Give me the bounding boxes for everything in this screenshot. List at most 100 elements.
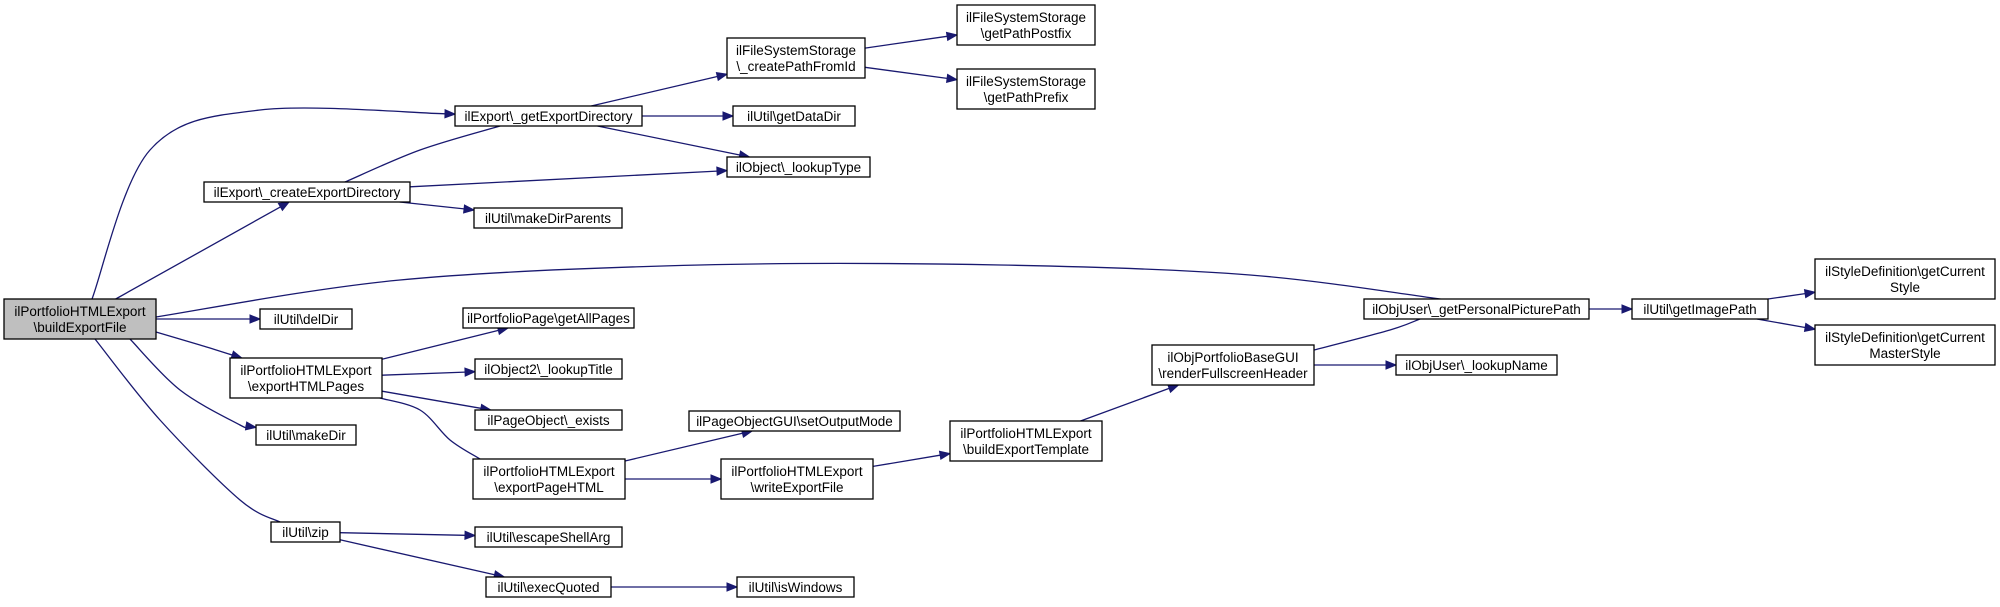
node-getExportDirectory[interactable]: ilExport\_getExportDirectory (454, 105, 643, 127)
node-exportPageHTML[interactable]: ilPortfolioHTMLExport\exportPageHTML (472, 458, 626, 500)
node-renderFullscreenHeader[interactable]: ilObjPortfolioBaseGUI\renderFullscreenHe… (1151, 344, 1315, 386)
node-makeDir[interactable]: ilUtil\makeDir (255, 424, 357, 446)
arrowhead-icon (726, 582, 739, 592)
node-root[interactable]: ilPortfolioHTMLExport\buildExportFile (3, 298, 157, 340)
arrowhead-icon (1385, 360, 1398, 370)
node-lookupTitle[interactable]: ilObject2\_lookupTitle (474, 358, 623, 380)
edge-line (338, 123, 507, 185)
arrowhead-icon (463, 204, 476, 214)
node-label: \buildExportFile (33, 320, 126, 335)
arrowhead-icon (1167, 384, 1180, 394)
node-lookupName[interactable]: ilObjUser\_lookupName (1395, 354, 1558, 376)
node-box (726, 156, 871, 178)
arrowhead-icon (1803, 289, 1817, 299)
edge-line (381, 390, 482, 409)
node-getPathPrefix[interactable]: ilFileSystemStorage\getPathPrefix (956, 68, 1096, 110)
edge-getExportDirectory-to-createPathFromId (591, 71, 729, 107)
edge-renderFullscreenHeader-to-getPersonalPicturePath (1307, 317, 1423, 353)
node-box (720, 458, 874, 500)
node-label: ilObjUser\_getPersonalPicturePath (1372, 302, 1581, 317)
node-box (956, 68, 1096, 110)
arrowhead-icon (715, 71, 729, 82)
node-escapeShellArg[interactable]: ilUtil\escapeShellArg (474, 526, 623, 548)
node-box (956, 4, 1096, 46)
node-label: MasterStyle (1869, 346, 1940, 361)
node-label: ilUtil\isWindows (749, 580, 843, 595)
edge-line (152, 330, 233, 356)
edge-line (1756, 318, 1806, 329)
edge-getImagePath-to-getCurrentMasterStyle (1756, 318, 1817, 333)
node-getDataDir[interactable]: ilUtil\getDataDir (732, 105, 856, 127)
node-makeDirParents[interactable]: ilUtil\makeDirParents (473, 207, 623, 229)
node-box (270, 521, 341, 543)
node-getPersonalPicturePath[interactable]: ilObjUser\_getPersonalPicturePath (1363, 298, 1590, 320)
node-createExportDirectory[interactable]: ilExport\_createExportDirectory (203, 181, 411, 203)
arrowhead-icon (716, 166, 729, 176)
node-box (949, 420, 1103, 462)
node-getAllPages[interactable]: ilPortfolioPage\getAllPages (462, 307, 635, 329)
node-label: ilUtil\getDataDir (747, 109, 841, 124)
edge-root-to-delDir (156, 314, 262, 324)
edge-line (381, 371, 466, 376)
edge-root-to-exportHTMLPages (152, 330, 244, 360)
edge-line (339, 539, 495, 576)
node-getPathPostfix[interactable]: ilFileSystemStorage\getPathPostfix (956, 4, 1096, 46)
edge-createExportDirectory-to-makeDirParents (399, 201, 476, 214)
arrowhead-icon (938, 450, 952, 461)
node-execQuoted[interactable]: ilUtil\execQuoted (485, 576, 612, 598)
node-box (462, 307, 635, 329)
node-isWindows[interactable]: ilUtil\isWindows (736, 576, 855, 598)
node-box (1814, 324, 1996, 366)
node-label: ilPageObjectGUI\setOutputMode (696, 414, 893, 429)
arrowhead-icon (444, 109, 457, 119)
node-label: ilFileSystemStorage (736, 43, 856, 58)
node-zip[interactable]: ilUtil\zip (270, 521, 341, 543)
arrowhead-icon (249, 314, 262, 324)
edge-line (381, 329, 499, 360)
node-box (474, 358, 623, 380)
edge-exportHTMLPages-to-getAllPages (381, 325, 510, 360)
node-label: ilPortfolioHTMLExport (14, 304, 146, 319)
node-setOutputMode[interactable]: ilPageObjectGUI\setOutputMode (688, 410, 901, 432)
node-box (1814, 258, 1996, 300)
node-label: \getPathPrefix (984, 90, 1069, 105)
node-box (472, 458, 626, 500)
node-box (485, 576, 612, 598)
node-label: \exportPageHTML (494, 480, 604, 495)
edge-createPathFromId-to-getPathPrefix (864, 66, 959, 83)
nodes-layer: ilPortfolioHTMLExport\buildExportFileilE… (3, 4, 1996, 598)
edge-line (115, 206, 281, 300)
edge-line (87, 107, 446, 311)
node-label: ilUtil\delDir (274, 312, 339, 327)
node-label: ilPortfolioHTMLExport (483, 464, 615, 479)
node-getImagePath[interactable]: ilUtil\getImagePath (1631, 298, 1769, 320)
node-buildExportTemplate[interactable]: ilPortfolioHTMLExport\buildExportTemplat… (949, 420, 1103, 462)
node-pageExists[interactable]: ilPageObject\_exists (474, 409, 623, 431)
edge-line (409, 170, 718, 188)
edge-getImagePath-to-getCurrentStyle (1767, 289, 1817, 300)
node-delDir[interactable]: ilUtil\delDir (259, 308, 353, 330)
node-label: ilUtil\getImagePath (1643, 302, 1756, 317)
node-lookupType[interactable]: ilObject\_lookupType (726, 156, 871, 178)
edge-line (864, 66, 948, 80)
node-label: ilPortfolioPage\getAllPages (467, 311, 630, 326)
edge-exportPageHTML-to-setOutputMode (624, 428, 754, 462)
node-exportHTMLPages[interactable]: ilPortfolioHTMLExport\exportHTMLPages (229, 357, 383, 399)
edge-getExportDirectory-to-getDataDir (642, 111, 735, 121)
node-label: ilPortfolioHTMLExport (960, 426, 1092, 441)
node-label: ilStyleDefinition\getCurrent (1825, 330, 1985, 345)
arrowhead-icon (244, 421, 258, 431)
edge-line (597, 125, 740, 156)
node-label: \getPathPostfix (981, 26, 1072, 41)
edge-line (1080, 387, 1170, 422)
node-box (474, 526, 623, 548)
node-createPathFromId[interactable]: ilFileSystemStorage\_createPathFromId (726, 37, 866, 79)
node-writeExportFile[interactable]: ilPortfolioHTMLExport\writeExportFile (720, 458, 874, 500)
node-box (454, 105, 643, 127)
edge-line (125, 334, 248, 429)
node-label: \_createPathFromId (736, 59, 855, 74)
node-box (1151, 344, 1315, 386)
